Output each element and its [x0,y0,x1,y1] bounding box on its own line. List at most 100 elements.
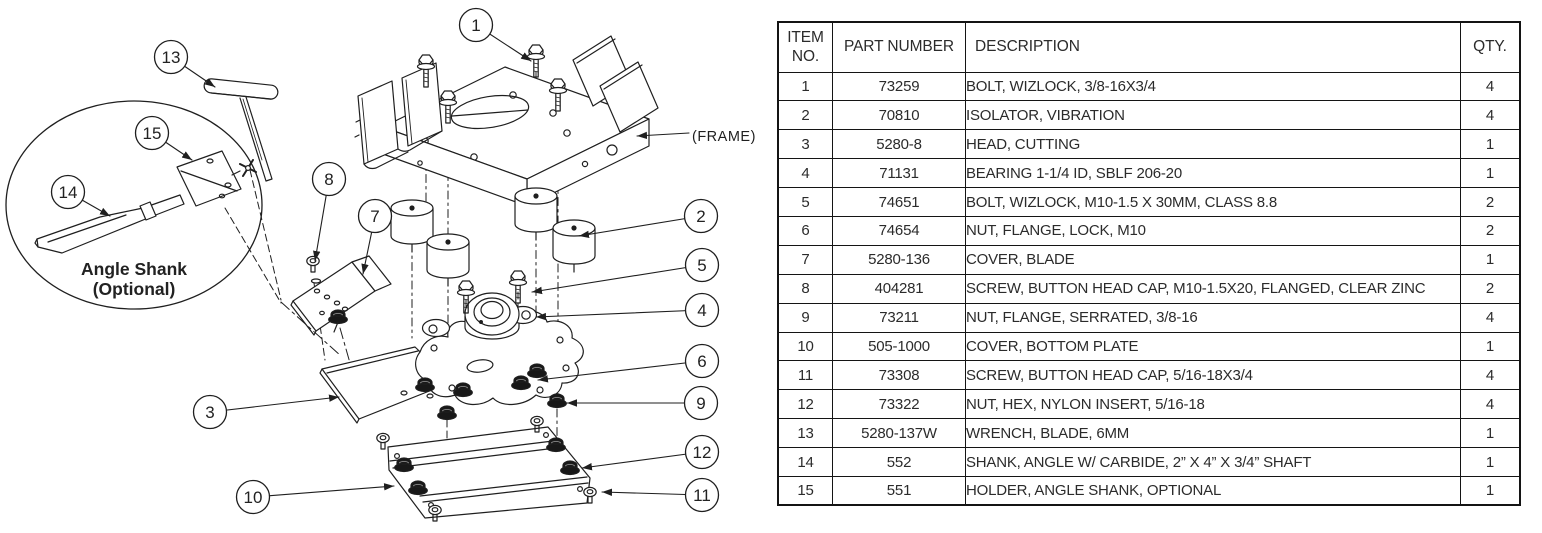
cell-qty: 4 [1460,360,1521,391]
balloon-1-label: 1 [471,16,480,35]
cell-qty: 1 [1460,418,1521,449]
cell-qty: 4 [1460,71,1521,102]
balloon-1: 1 [458,7,494,43]
cell-item: 2 [777,100,833,131]
balloon-11-label: 11 [693,486,711,505]
cell-desc: SCREW, BUTTON HEAD CAP, 5/16-18X3/4 [965,360,1461,391]
cell-desc: COVER, BOTTOM PLATE [965,331,1461,362]
cell-qty: 1 [1460,244,1521,275]
cell-desc: COVER, BLADE [965,244,1461,275]
balloon-11: 11 [684,477,720,513]
balloon-9-label: 9 [696,394,705,413]
cell-qty: 1 [1460,475,1521,506]
cell-item: 11 [777,360,833,391]
balloon-4: 4 [684,292,720,328]
cell-part: 73211 [832,302,966,333]
balloon-14-label: 14 [59,183,78,202]
cell-part: 73322 [832,389,966,420]
balloon-15: 15 [134,115,170,151]
cell-item: 9 [777,302,833,333]
cell-part: 5280-8 [832,129,966,160]
balloon-12-label: 12 [693,443,712,462]
cell-part: 551 [832,475,966,506]
balloon-4-label: 4 [697,301,706,320]
cell-part: 73308 [832,360,966,391]
cell-part: 5280-136 [832,244,966,275]
cell-desc: NUT, FLANGE, LOCK, M10 [965,215,1461,246]
cell-item: 12 [777,389,833,420]
cell-desc: BOLT, WIZLOCK, M10-1.5 X 30MM, CLASS 8.8 [965,187,1461,217]
cell-part: 505-1000 [832,331,966,362]
balloon-6: 6 [684,343,720,379]
cell-part: 5280-137W [832,418,966,449]
balloon-10-label: 10 [244,488,263,507]
exploded-view-diagram: 1 2 3 4 5 6 7 8 9 10 11 12 13 14 15 (FRA… [0,0,777,528]
balloon-6-label: 6 [697,352,706,371]
cell-item: 6 [777,215,833,246]
balloon-13-label: 13 [162,48,181,67]
balloon-15-label: 15 [143,124,162,143]
cell-desc: HOLDER, ANGLE SHANK, OPTIONAL [965,475,1461,506]
balloon-10: 10 [235,479,271,515]
cell-item: 1 [777,71,833,102]
balloon-3-label: 3 [205,403,214,422]
balloon-8: 8 [311,161,347,197]
header-row: ITEM NO. PART NUMBER DESCRIPTION QTY. [777,21,1521,73]
cell-part: 74651 [832,187,966,217]
parts-table-header: ITEM NO. PART NUMBER DESCRIPTION QTY. [777,21,1521,73]
button-screw-8 [306,255,322,284]
cell-desc: NUT, FLANGE, SERRATED, 3/8-16 [965,302,1461,333]
bearing-part [421,292,538,340]
cell-desc: SHANK, ANGLE W/ CARBIDE, 2” X 4” X 3/4” … [965,447,1461,477]
cell-item: 7 [777,244,833,275]
balloon-3: 3 [192,394,228,430]
cell-part: 74654 [832,215,966,246]
cell-qty: 1 [1460,129,1521,160]
cell-part: 70810 [832,100,966,131]
blade-cover-part [290,255,392,336]
cell-qty: 1 [1460,447,1521,477]
cell-qty: 4 [1460,100,1521,131]
header-item-no: ITEM NO. [777,21,833,73]
frame-part [354,35,659,229]
frame-label: (FRAME) [692,129,756,145]
cell-desc: WRENCH, BLADE, 6MM [965,418,1461,449]
cell-item: 14 [777,447,833,477]
cell-part: 552 [832,447,966,477]
cell-desc: BEARING 1-1/4 ID, SBLF 206-20 [965,158,1461,189]
detail-caption-line2: (Optional) [93,279,176,299]
balloon-13: 13 [153,39,189,75]
shank-holder-part [176,150,257,207]
isolator-parts [390,187,596,287]
cell-qty: 1 [1460,158,1521,189]
detail-caption-line1: Angle Shank [81,259,187,279]
balloon-7-label: 7 [370,207,379,226]
detail-ellipse [5,100,263,310]
cell-desc: SCREW, BUTTON HEAD CAP, M10-1.5X20, FLAN… [965,273,1461,304]
cell-part: 404281 [832,273,966,304]
cell-qty: 2 [1460,273,1521,304]
cell-qty: 2 [1460,215,1521,246]
balloon-2-label: 2 [696,207,705,226]
balloon-7: 7 [357,198,393,234]
cell-item: 15 [777,475,833,506]
balloon-14: 14 [50,174,86,210]
cell-desc: NUT, HEX, NYLON INSERT, 5/16-18 [965,389,1461,420]
balloon-12: 12 [684,434,720,470]
header-description: DESCRIPTION [965,21,1461,73]
cell-item: 13 [777,418,833,449]
leader-lines [67,24,703,498]
cell-desc: HEAD, CUTTING [965,129,1461,160]
bottom-cover-part [376,415,597,522]
